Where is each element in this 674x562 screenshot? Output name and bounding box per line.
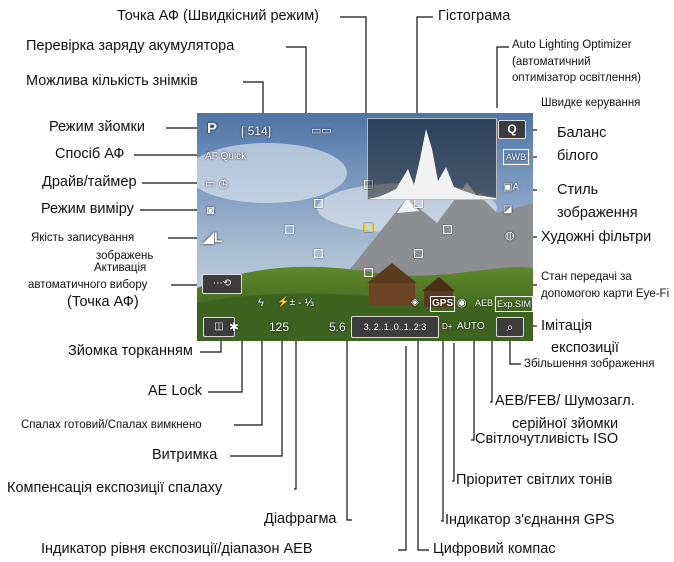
line-alo xyxy=(496,46,509,108)
line-shutter xyxy=(230,333,283,457)
quality-value: ◢L xyxy=(203,229,223,245)
eyefi-icon: ◉ xyxy=(457,297,467,309)
compass-icon: ◈ xyxy=(411,297,419,308)
label-wb-2: білого xyxy=(557,148,599,164)
exposure-level-scale: 3..2..1..0..1..2:3 xyxy=(351,316,439,338)
auto-select-button[interactable]: ⋯⟲ xyxy=(202,274,242,294)
quick-control-button[interactable]: Q xyxy=(498,120,526,139)
label-aeb-1: AEB/FEB/ Шумозагл. xyxy=(495,393,635,409)
label-highlight-tone: Пріоритет світлих тонів xyxy=(456,472,613,488)
label-exposure-level: Індикатор рівня експозиції/діапазон AEB xyxy=(41,541,313,557)
label-shots-possible: Можлива кількість знімків xyxy=(26,73,198,89)
label-eyefi-1: Стан передачі за xyxy=(541,271,632,283)
drive-icon: ▭ ◷ xyxy=(205,178,229,190)
label-metering-mode: Режим виміру xyxy=(41,201,134,217)
af-point[interactable] xyxy=(314,249,323,258)
label-auto-select-2: автоматичного вибору xyxy=(28,279,148,291)
shutter-value: 125 xyxy=(269,320,290,334)
label-creative-filters: Художні фільтри xyxy=(541,229,652,245)
label-iso: Світлочутливість ISO xyxy=(475,431,619,447)
label-af-point: Точка АФ (Швидкісний режим) xyxy=(117,8,320,24)
af-point[interactable] xyxy=(285,225,294,234)
label-shooting-mode: Режим зйомки xyxy=(49,119,145,135)
iso-value: AUTO xyxy=(457,321,485,332)
metering-icon: ◙ xyxy=(207,203,215,217)
label-gps: Індикатор з'єднання GPS xyxy=(445,512,615,528)
label-alo-3: оптимізатор освітлення) xyxy=(512,72,642,84)
label-quick-control: Швидке керування xyxy=(541,97,641,109)
label-alo-1: Auto Lighting Optimizer xyxy=(512,39,632,51)
af-point-selected[interactable] xyxy=(364,223,373,232)
label-flash-comp: Компенсація експозиції спалаху xyxy=(7,480,223,496)
line-battery xyxy=(286,46,307,130)
line-gps xyxy=(441,304,444,522)
shooting-mode-value: P xyxy=(207,120,218,137)
label-alo-2: (автоматичний xyxy=(512,56,591,68)
line-magnify xyxy=(509,340,521,365)
line-flash xyxy=(234,304,263,426)
histogram-panel xyxy=(367,118,497,200)
live-view-screen: P [ 514] ▭▭ AF Quick ▭ ◷ ◙ ◢L ⋯⟲ ◫ Q AWB… xyxy=(197,113,533,341)
histogram-graph xyxy=(368,129,496,199)
landscape-scene xyxy=(197,113,533,341)
label-magnify: Збільшення зображення xyxy=(524,358,655,370)
af-point[interactable] xyxy=(443,225,452,234)
label-battery-check: Перевірка заряду акумулятора xyxy=(26,38,235,54)
alo-icon: ◪ xyxy=(503,204,513,215)
exp-sim-value: Exp.SIM xyxy=(495,296,533,312)
magnify-button[interactable]: ⌕ xyxy=(496,317,524,337)
af-point[interactable] xyxy=(364,180,373,189)
line-ae-lock xyxy=(208,333,243,393)
label-af-method: Спосіб АФ xyxy=(55,146,125,162)
label-ae-lock: AE Lock xyxy=(148,383,202,399)
aeb-value: AEB xyxy=(475,298,494,308)
label-compass: Цифровий компас xyxy=(433,541,556,557)
highlight-tone-icon: D+ xyxy=(442,322,453,331)
line-exposure xyxy=(398,346,407,551)
flash-comp-value: - ⅓ xyxy=(298,297,314,309)
label-image-quality-1: Якість записування xyxy=(31,232,135,244)
label-wb-1: Баланс xyxy=(557,125,607,141)
flash-ready-icon: ϟ xyxy=(258,297,264,309)
label-histogram: Гістограма xyxy=(438,8,511,24)
label-aperture: Діафрагма xyxy=(264,511,337,527)
af-point[interactable] xyxy=(314,199,323,208)
label-exp-sim-2: експозиції xyxy=(551,340,619,356)
label-touch-shutter: Зйомка торканням xyxy=(68,343,193,359)
line-compass xyxy=(417,304,429,551)
label-aeb-2: серійної зйомки xyxy=(512,416,619,432)
label-shutter-speed: Витримка xyxy=(152,447,218,463)
label-eyefi-2: допомогою карти Eye-Fi xyxy=(541,288,670,300)
line-iso xyxy=(471,333,475,441)
line-histogram xyxy=(416,16,433,120)
af-method-value: AF Quick xyxy=(205,151,247,162)
ae-lock-icon: ✱ xyxy=(229,320,240,334)
label-exp-sim-1: Імітація xyxy=(541,318,593,334)
creative-filter-icon: ◍ xyxy=(505,230,515,242)
label-drive-timer: Драйв/таймер xyxy=(42,174,137,190)
label-auto-select-1: Активація xyxy=(94,262,147,274)
picture-style-icon: ▣A xyxy=(503,182,520,193)
label-picture-style-2: зображення xyxy=(557,205,638,221)
af-point[interactable] xyxy=(364,268,373,277)
label-auto-select-3: (Точка АФ) xyxy=(67,294,139,310)
line-aperture xyxy=(346,333,352,521)
battery-icon: ▭▭ xyxy=(311,125,332,137)
line-flash-comp xyxy=(294,304,297,490)
touch-shutter-button[interactable]: ◫ xyxy=(203,317,235,337)
label-image-quality-2: зображень xyxy=(96,250,154,262)
aperture-value: 5.6 xyxy=(329,320,346,334)
wb-value: AWB xyxy=(503,149,530,165)
line-highlight xyxy=(452,343,455,482)
line-aeb xyxy=(490,333,493,403)
flash-comp-icon: ⚡± xyxy=(277,297,295,308)
shots-value: [ 514] xyxy=(241,124,272,138)
gps-value: GPS xyxy=(430,296,456,312)
label-flash-ready: Спалах готовий/Спалах вимкнено xyxy=(21,419,202,431)
af-point[interactable] xyxy=(414,249,423,258)
label-picture-style-1: Стиль xyxy=(557,182,599,198)
